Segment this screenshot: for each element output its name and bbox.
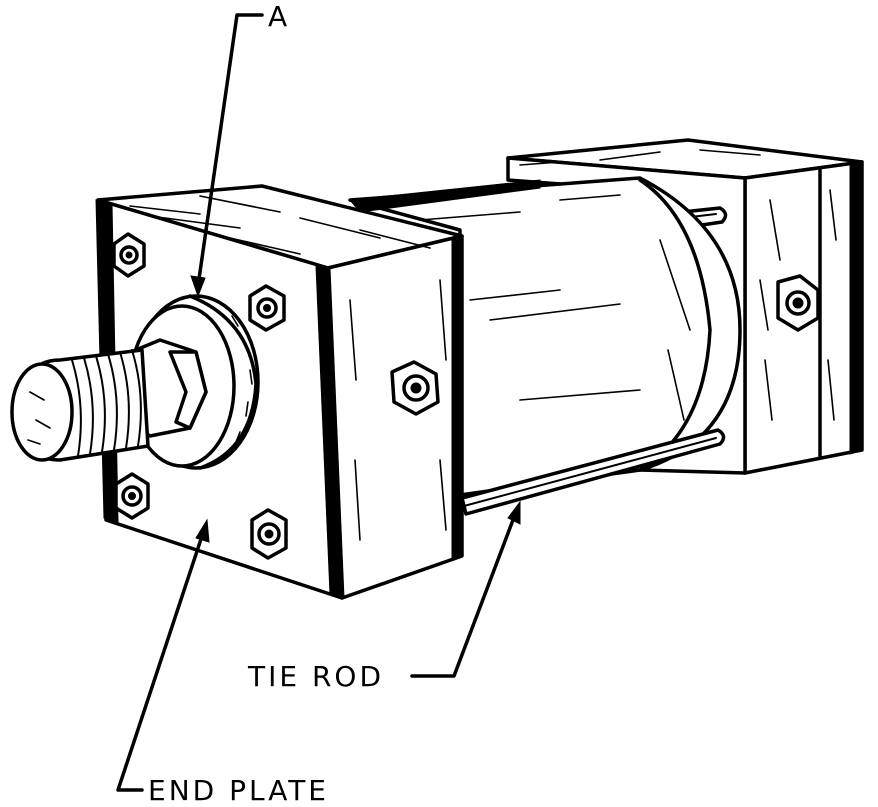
side-nut (390, 360, 440, 416)
piston-rod (10, 338, 208, 462)
label-a: A (268, 0, 290, 33)
front-nut-top-right (248, 284, 286, 332)
rear-cap-nut (776, 274, 820, 332)
callout-a: A (190, 0, 290, 298)
front-nut-bottom-right (250, 508, 288, 560)
front-nut-bottom-left (114, 472, 150, 520)
lower-tie-rod (460, 428, 726, 516)
callout-tie-rod: TIE ROD (247, 500, 521, 693)
label-end-plate: END PLATE (148, 774, 329, 807)
label-tie-rod: TIE ROD (247, 660, 384, 693)
callout-end-plate: END PLATE (116, 518, 329, 807)
front-nut-top-left (112, 232, 146, 278)
